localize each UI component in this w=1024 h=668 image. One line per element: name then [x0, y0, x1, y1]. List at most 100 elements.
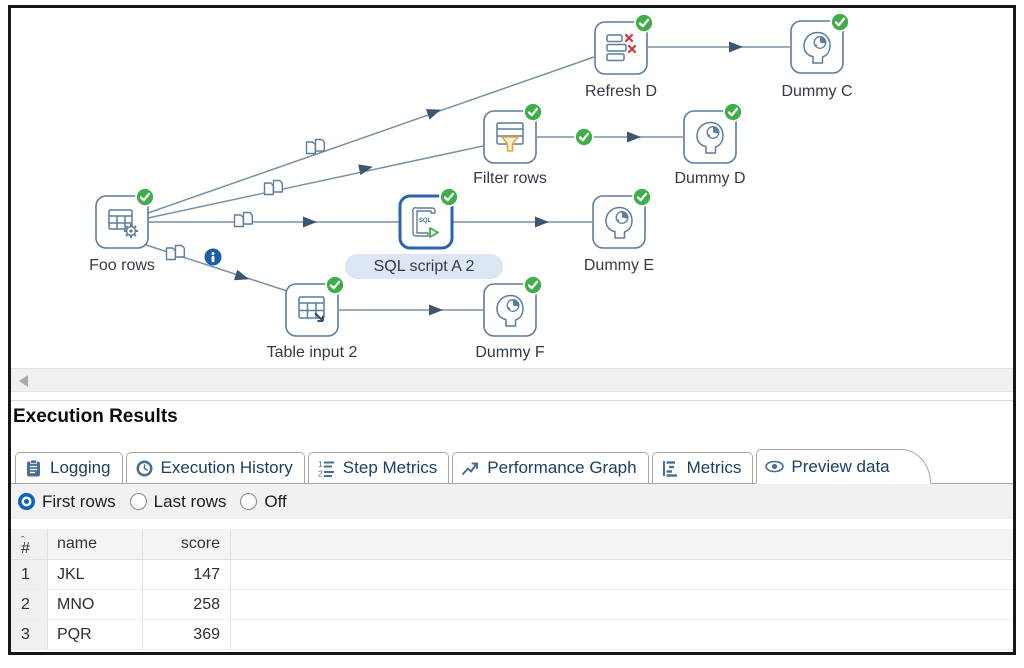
- cell-name: MNO: [48, 590, 143, 619]
- table-header-row[interactable]: ˆ # name score: [11, 529, 1013, 560]
- tab-performance-graph[interactable]: Performance Graph: [452, 452, 649, 483]
- radio-unselected-icon[interactable]: [240, 493, 258, 510]
- hop-lines[interactable]: [139, 46, 790, 311]
- tab-label: Preview data: [791, 456, 890, 476]
- hop-success-check-badge: [573, 126, 595, 148]
- tab-logging[interactable]: Logging: [15, 452, 123, 483]
- step-dummy-c[interactable]: [790, 11, 851, 74]
- hop-foo-to-refresh: [147, 56, 595, 214]
- eye-icon: [765, 457, 785, 476]
- filter-rows-icon: [496, 122, 524, 152]
- panel-divider: [11, 400, 1013, 401]
- step-sql-script-a2[interactable]: SQL: [398, 186, 460, 250]
- step-dummy-f[interactable]: [483, 274, 544, 337]
- cell-index: 2: [11, 590, 48, 619]
- cell-index: 3: [11, 620, 48, 649]
- row-filler: [231, 560, 1013, 589]
- row-filler: [231, 590, 1013, 619]
- step-refresh-d[interactable]: [594, 12, 655, 75]
- tab-step-metrics[interactable]: 1 2 Step Metrics: [307, 452, 450, 483]
- radio-first-rows[interactable]: First rows: [18, 492, 116, 512]
- info-badge: [204, 248, 222, 266]
- tab-label: Step Metrics: [342, 458, 438, 477]
- step-label: Foo rows: [89, 257, 155, 274]
- step-filter-rows[interactable]: [483, 101, 544, 164]
- table-input-icon: [298, 296, 325, 322]
- cell-name: JKL: [48, 560, 143, 589]
- copy-pages-icon: [233, 211, 254, 228]
- radio-label: Off: [264, 491, 287, 511]
- svg-text:2: 2: [318, 469, 323, 478]
- step-table-input-2[interactable]: [285, 274, 346, 337]
- step-dummy-d[interactable]: [683, 101, 744, 164]
- step-label: Dummy F: [475, 344, 545, 361]
- canvas-horizontal-scrollbar[interactable]: [11, 368, 1013, 392]
- step-label: Table input 2: [267, 344, 358, 361]
- sort-caret-icon: ˆ: [21, 535, 25, 547]
- app-window: Foo rows Refresh D Dummy C: [8, 5, 1016, 655]
- clipboard-icon: [24, 459, 43, 478]
- step-label: Dummy D: [674, 170, 745, 187]
- success-badge: [134, 186, 156, 208]
- hop-foo-to-tableinput: [139, 242, 288, 292]
- copy-pages-icon: [263, 179, 283, 196]
- success-badge: [324, 274, 346, 296]
- radio-label: Last rows: [153, 491, 227, 511]
- step-label: Dummy C: [781, 83, 852, 100]
- data-grid-icon: [108, 209, 138, 238]
- gantt-icon: [661, 459, 680, 478]
- row-filler: [231, 620, 1013, 649]
- clock-icon: [135, 459, 154, 478]
- success-badge: [522, 101, 544, 123]
- radio-label: First rows: [42, 491, 116, 511]
- step-label: Dummy E: [584, 257, 654, 274]
- hop-foo-to-filter: [147, 145, 484, 219]
- radio-off[interactable]: Off: [240, 491, 287, 512]
- tab-label: Performance Graph: [487, 458, 637, 477]
- cell-score: 369: [143, 620, 231, 649]
- table-row[interactable]: 3 PQR 369: [11, 620, 1013, 650]
- success-badge: [522, 274, 544, 296]
- sql-script-icon: SQL: [412, 207, 439, 238]
- tab-metrics[interactable]: Metrics: [651, 452, 754, 483]
- column-header-score[interactable]: score: [143, 529, 231, 559]
- tab-label: Metrics: [686, 458, 742, 477]
- copy-pages-icon: [165, 244, 186, 261]
- preview-data-table: ˆ # name score 1 JKL 147 2 MNO 258 3 PQR…: [11, 519, 1013, 650]
- results-tab-bar: Logging Execution History 1 2: [11, 448, 1013, 484]
- success-badge: [633, 12, 655, 34]
- step-dummy-e[interactable]: [592, 186, 653, 249]
- cell-score: 147: [143, 560, 231, 589]
- line-chart-icon: [461, 459, 480, 478]
- svg-text:SQL: SQL: [419, 218, 432, 224]
- execution-results-title: Execution Results: [13, 406, 178, 427]
- preview-rows-options: First rows Last rows Off: [11, 484, 1013, 519]
- column-header-index[interactable]: ˆ #: [11, 529, 48, 559]
- copy-pages-icon: [305, 138, 325, 155]
- transformation-canvas[interactable]: Foo rows Refresh D Dummy C: [11, 8, 1013, 368]
- header-filler: [231, 529, 1013, 559]
- radio-selected-icon[interactable]: [18, 493, 35, 510]
- numbered-list-icon: 1 2: [317, 459, 336, 478]
- step-label: Refresh D: [585, 83, 657, 100]
- success-badge: [829, 11, 851, 33]
- column-header-name[interactable]: name: [48, 529, 143, 559]
- cell-name: PQR: [48, 620, 143, 649]
- tab-preview-data[interactable]: Preview data: [756, 449, 931, 484]
- tab-label: Logging: [50, 458, 111, 477]
- selected-label-highlight: [345, 254, 503, 279]
- tab-label: Execution History: [160, 458, 293, 477]
- step-label: SQL script A 2: [374, 258, 475, 275]
- radio-unselected-icon[interactable]: [129, 493, 147, 510]
- radio-last-rows[interactable]: Last rows: [129, 491, 227, 512]
- scroll-left-arrow-icon[interactable]: [19, 375, 28, 387]
- step-label: Filter rows: [473, 170, 547, 187]
- cell-score: 258: [143, 590, 231, 619]
- table-row[interactable]: 1 JKL 147: [11, 560, 1013, 590]
- delete-rows-icon: [606, 33, 637, 62]
- svg-text:1: 1: [318, 460, 323, 469]
- tab-execution-history[interactable]: Execution History: [125, 452, 305, 483]
- success-badge: [438, 186, 460, 208]
- step-foo-rows[interactable]: [95, 186, 156, 249]
- table-row[interactable]: 2 MNO 258: [11, 590, 1013, 620]
